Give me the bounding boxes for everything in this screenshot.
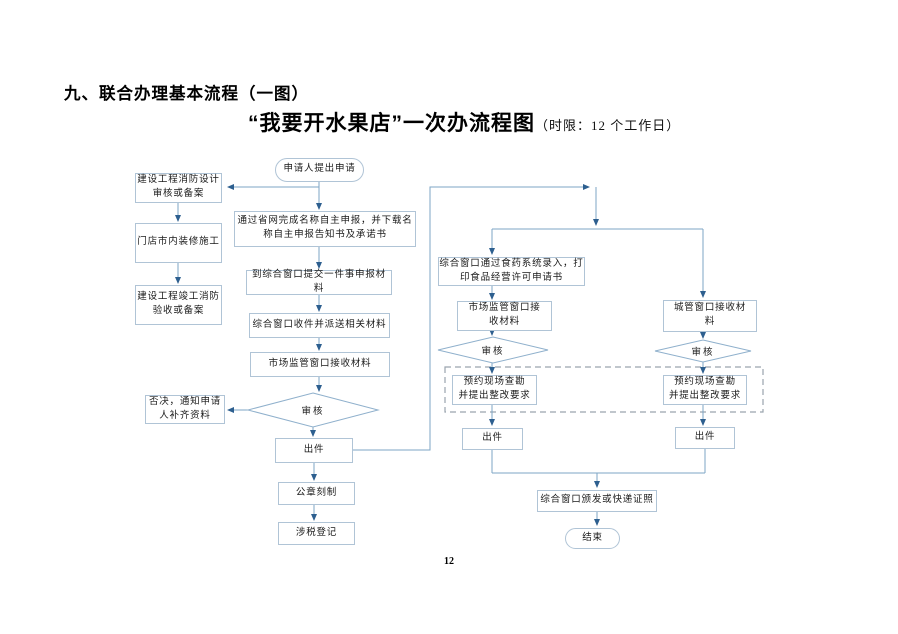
chart-title: “我要开水果店”一次办流程图 — [248, 112, 535, 135]
node-fire-design-review: 建设工程消防设计 审核或备案 — [135, 173, 222, 203]
node-issue-main: 出件 — [275, 438, 353, 463]
node-site-survey-city: 预约现场查勘 并提出整改要求 — [663, 375, 747, 405]
review-diamond-main — [246, 392, 380, 428]
label-review-market: 审核 — [481, 347, 505, 357]
node-end: 结束 — [565, 528, 620, 549]
site-survey-dashed-container — [444, 366, 764, 413]
node-food-system-entry: 综合窗口通过食药系统录入，打 印食品经营许可申请书 — [438, 257, 585, 286]
node-online-name-declaration: 通过省网完成名称自主申报，并下载名 称自主申报告知书及承诺书 — [234, 211, 416, 247]
review-diamond-city — [654, 339, 752, 363]
node-site-survey-market: 预约现场查勘 并提出整改要求 — [452, 375, 537, 405]
node-start: 申请人提出申请 — [275, 158, 364, 182]
node-issue-city: 出件 — [675, 427, 735, 449]
chart-title-line: “我要开水果店”一次办流程图（时限：12 个工作日） — [248, 107, 680, 137]
chart-title-note: （时限：12 个工作日） — [535, 118, 681, 133]
node-tax-registration: 涉税登记 — [278, 522, 355, 545]
label-review-main: 审核 — [301, 407, 325, 417]
label-review-city: 审核 — [691, 348, 715, 358]
node-license-delivery: 综合窗口颁发或快递证照 — [537, 490, 657, 512]
node-window-receive-dispatch: 综合窗口收件并派送相关材料 — [249, 313, 390, 338]
edge-issue-to-right-branch — [353, 184, 590, 451]
node-submit-one-matter-materials: 到综合窗口提交一件事申报材料 — [246, 270, 392, 295]
node-reject-notice: 否决，通知申请 人补齐资料 — [145, 395, 225, 424]
node-city-window-receive: 城管窗口接收材 料 — [663, 300, 757, 332]
node-market-window-receive-2: 市场监管窗口接 收材料 — [457, 301, 552, 331]
node-issue-market: 出件 — [462, 428, 523, 450]
node-seal-making: 公章刻制 — [278, 482, 355, 505]
section-title: 九、联合办理基本流程（一图） — [64, 85, 309, 103]
page-number: 12 — [444, 556, 454, 567]
node-store-decoration: 门店市内装修施工 — [135, 223, 222, 263]
review-diamond-market — [437, 336, 549, 364]
node-fire-completion-acceptance: 建设工程竣工消防 验收或备案 — [135, 285, 222, 325]
node-market-window-receive: 市场监管窗口接收材料 — [250, 352, 390, 377]
